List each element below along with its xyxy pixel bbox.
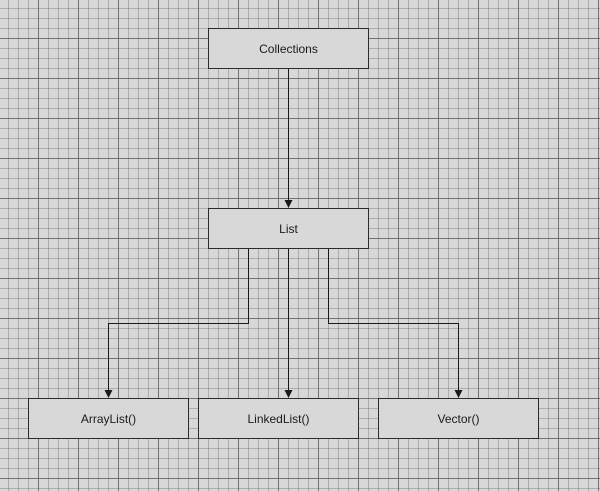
node-linkedlist[interactable]: LinkedList() bbox=[198, 398, 359, 439]
node-arraylist[interactable]: ArrayList() bbox=[28, 398, 189, 439]
edge-list-to-arraylist bbox=[104, 249, 249, 398]
node-list[interactable]: List bbox=[208, 208, 369, 249]
edge-list-to-vector bbox=[328, 249, 463, 398]
node-linkedlist-label: LinkedList() bbox=[247, 411, 310, 426]
node-arraylist-label: ArrayList() bbox=[80, 411, 137, 426]
node-collections[interactable]: Collections bbox=[208, 28, 369, 69]
node-collections-label: Collections bbox=[259, 41, 318, 56]
node-list-label: List bbox=[279, 221, 298, 236]
node-vector-label: Vector() bbox=[437, 411, 480, 426]
node-vector[interactable]: Vector() bbox=[378, 398, 539, 439]
